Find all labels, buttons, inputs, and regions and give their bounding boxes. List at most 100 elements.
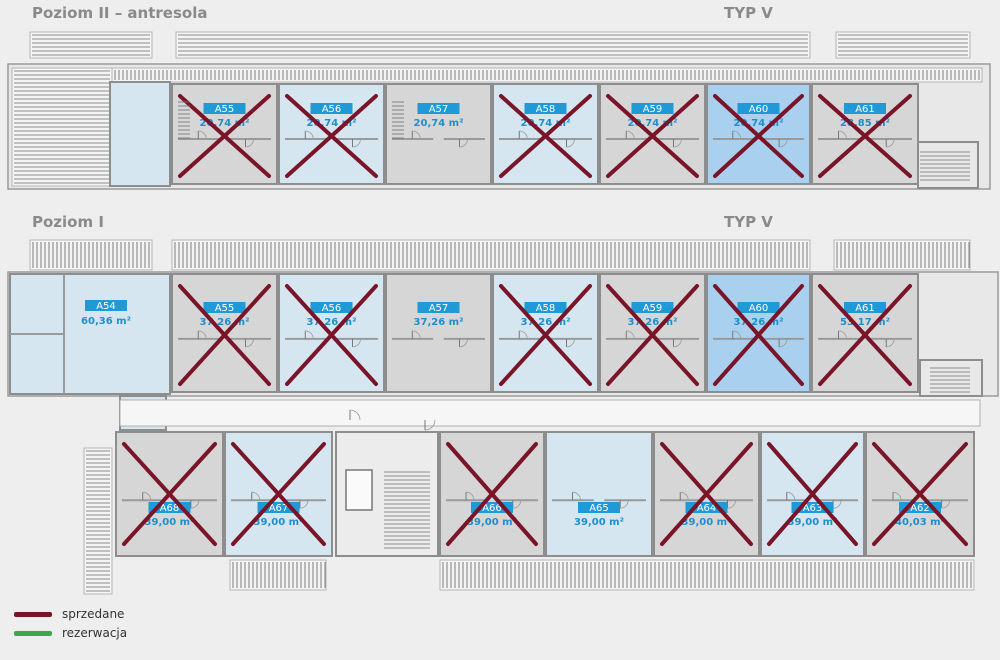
unit-code: A59: [643, 303, 663, 314]
level-1-type-label: TYP V: [724, 213, 773, 231]
roof-hatch-left: [29, 31, 153, 59]
balcony-level-1-bottom-a: [229, 559, 327, 591]
balcony-level-1-bottom-b: [439, 559, 975, 591]
sold-cross-level-1-a67: [231, 442, 326, 546]
unit-area: 37,26 m²: [734, 317, 784, 328]
door-symbol: [304, 330, 314, 339]
sold-cross-level-2-a56: [285, 94, 378, 178]
door-symbol: [518, 130, 528, 140]
unit-area: 20,74 m²: [521, 118, 571, 129]
sold-cross-level-1-a56: [285, 284, 378, 386]
unit-area: 37,26 m²: [521, 317, 571, 328]
door-symbol: [459, 138, 468, 148]
sold-cross-level-2-a59: [606, 94, 699, 178]
unit-area: 20,74 m²: [200, 118, 250, 129]
unit-code-badge: [578, 502, 620, 513]
unit-area: 20,74 m²: [628, 118, 678, 129]
unit-code: A59: [643, 104, 663, 115]
door-symbol: [778, 138, 788, 148]
unit-code-badge: [844, 103, 886, 114]
unit-code-badge: [203, 302, 246, 313]
unit-code-badge: [148, 502, 191, 513]
unit-area: 39,00 m²: [467, 517, 517, 528]
sold-cross-level-1-a64: [660, 442, 753, 546]
door-symbol: [245, 338, 254, 348]
door-symbol: [673, 338, 682, 348]
unit-code: A55: [215, 104, 235, 115]
balcony-level-1-left-bottom: [83, 447, 113, 595]
legend-swatch-reserved: [14, 630, 52, 636]
door-symbol: [465, 491, 475, 501]
door-symbol: [838, 330, 847, 339]
door-symbol: [572, 491, 581, 501]
level-1-title: Poziom I: [32, 213, 104, 231]
unit-code-badge: [203, 103, 246, 114]
legend-label-sold: sprzedane: [62, 607, 125, 621]
sold-cross-level-1-a58: [499, 284, 592, 386]
unit-code-badge: [737, 103, 780, 114]
door-symbol: [619, 500, 629, 509]
legend-label-reserved: rezerwacja: [62, 626, 128, 640]
sold-cross-level-2-a55: [178, 94, 271, 178]
unit-code: A62: [910, 503, 930, 514]
unit-code: A64: [697, 503, 717, 514]
sold-cross-level-1-a60: [713, 284, 804, 386]
door-symbol: [349, 409, 361, 421]
door-symbol: [625, 130, 635, 140]
sold-cross-level-1-a62: [872, 442, 968, 546]
sold-cross-level-2-a58: [499, 94, 592, 178]
roof-hatch-right: [835, 31, 971, 59]
door-symbol: [197, 330, 207, 339]
corridor-level-1: [119, 399, 981, 427]
sold-cross-level-1-a55: [178, 284, 271, 386]
corridor-left-level-2: [109, 81, 171, 187]
unit-area: 40,03 m²: [895, 517, 945, 528]
door-symbol: [732, 130, 742, 140]
balcony-level-1-left: [29, 239, 153, 271]
level-2-type-label: TYP V: [724, 4, 773, 22]
unit-code: A66: [482, 503, 502, 514]
door-symbol: [941, 500, 950, 509]
unit-code-badge: [417, 103, 460, 114]
unit-code-badge: [737, 302, 780, 313]
unit-code-badge: [631, 302, 674, 313]
unit-code-badge: [257, 502, 300, 513]
unit-area: 37,26 m²: [628, 317, 678, 328]
unit-area: 28,85 m²: [840, 118, 890, 129]
unit-code-badge: [844, 302, 886, 313]
level-1-unit-a57: A57 37,26 m²: [385, 273, 492, 393]
unit-code-badge: [524, 103, 567, 114]
sold-cross-level-1-a59: [606, 284, 699, 386]
sold-cross-level-1-a61-stair: [818, 284, 912, 386]
door-symbol: [679, 491, 689, 501]
stairs: [920, 151, 970, 181]
unit-area: 39,00 m²: [145, 517, 195, 528]
door-symbol: [304, 130, 314, 140]
unit-code: A57: [429, 303, 449, 314]
door-symbol: [885, 138, 895, 148]
unit-area: 39,00 m²: [574, 517, 624, 528]
unit-code: A58: [536, 303, 556, 314]
unit-code: A54: [96, 301, 116, 312]
unit-area: 39,00 m²: [254, 517, 304, 528]
unit-code: A68: [160, 503, 180, 514]
unit-code: A67: [269, 503, 289, 514]
door-symbol: [245, 138, 254, 148]
roof-hatch-middle: [175, 31, 811, 59]
unit-code: A55: [215, 303, 235, 314]
unit-code: A63: [803, 503, 823, 514]
legend-item-reserved: rezerwacja: [14, 626, 127, 640]
unit-area: 60,36 m²: [81, 316, 131, 327]
unit-code: A57: [429, 104, 449, 115]
stairs: [384, 471, 430, 549]
door-symbol: [732, 330, 742, 339]
unit-code: A61: [855, 303, 875, 314]
door-symbol: [352, 338, 361, 348]
unit-code-badge: [85, 300, 127, 311]
door-symbol: [424, 419, 436, 431]
unit-area: 37,26 m²: [414, 317, 464, 328]
unit-code-badge: [471, 502, 513, 513]
unit-code-badge: [310, 302, 353, 313]
door-symbol: [673, 138, 682, 148]
